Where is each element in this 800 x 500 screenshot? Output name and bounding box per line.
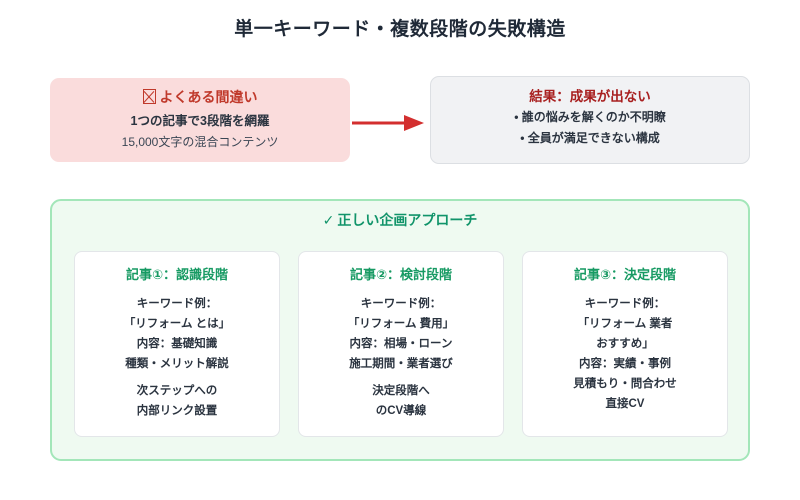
- result-box: 結果：成果が出ない • 誰の悩みを解くのか不明瞭 • 全員が満足できない構成: [430, 76, 750, 164]
- stage-card-line: 内容：基礎知識: [136, 338, 218, 350]
- stage-card-footer-line: 内部リンク設置: [136, 405, 218, 417]
- stage-card[interactable]: 記事②：検討段階 キーワード例： 「リフォーム 費用」 内容：相場・ローン 施工…: [298, 251, 504, 437]
- stage-card-line: おすすめ」: [596, 338, 654, 350]
- result-bullet: • 誰の悩みを解くのか不明瞭: [514, 110, 666, 124]
- stage-card-line: 内容：実績・事例: [579, 358, 671, 370]
- common-mistake-line-2: 15,000文字の混合コンテンツ: [121, 135, 279, 149]
- stage-card-line: 内容：相場・ローン: [349, 338, 453, 350]
- right-arrow-icon: [352, 115, 424, 131]
- stage-card-line: 「リフォーム 費用」: [347, 318, 455, 330]
- flow-arrow: [352, 112, 424, 134]
- missing-glyph-box-icon: [142, 89, 156, 104]
- stage-card-line: 施工期間・業者選び: [349, 358, 453, 370]
- stage-card-line: 種類・メリット解説: [125, 358, 229, 370]
- correct-approach-panel: ✓正しい企画アプローチ 記事①：認識段階 キーワード例： 「リフォーム とは」 …: [50, 199, 750, 461]
- correct-approach-title: ✓正しい企画アプローチ: [52, 210, 748, 230]
- stage-card-heading: 記事②：検討段階: [349, 267, 452, 282]
- common-mistake-box: よくある間違い 1つの記事で3段階を網羅 15,000文字の混合コンテンツ: [50, 78, 350, 162]
- stage-card-footer-line: のCV導線: [375, 405, 427, 417]
- common-mistake-line-1: 1つの記事で3段階を網羅: [130, 114, 270, 128]
- stage-card-footer-line: 次ステップへの: [136, 385, 218, 397]
- stage-card-footer-line: 決定段階へ: [372, 385, 430, 397]
- stage-card-line: キーワード例：: [584, 298, 666, 310]
- stage-card-list: 記事①：認識段階 キーワード例： 「リフォーム とは」 内容：基礎知識 種類・メ…: [74, 251, 728, 437]
- common-mistake-heading: よくある間違い: [50, 87, 350, 107]
- correct-approach-title-label: 正しい企画アプローチ: [337, 212, 478, 228]
- stage-card[interactable]: 記事①：認識段階 キーワード例： 「リフォーム とは」 内容：基礎知識 種類・メ…: [74, 251, 280, 437]
- check-icon: ✓: [322, 212, 335, 228]
- stage-card-line: キーワード例：: [360, 298, 442, 310]
- stage-card-heading: 記事①：認識段階: [125, 267, 228, 282]
- result-heading: 結果：成果が出ない: [529, 89, 651, 104]
- result-bullet: • 全員が満足できない構成: [520, 131, 660, 145]
- stage-card[interactable]: 記事③：決定段階 キーワード例： 「リフォーム 業者 おすすめ」 内容：実績・事…: [522, 251, 728, 437]
- stage-card-line: 見積もり・問合わせ: [573, 378, 677, 390]
- stage-card-line: 「リフォーム とは」: [123, 318, 231, 330]
- page-title: 単一キーワード・複数段階の失敗構造: [234, 19, 566, 40]
- stage-card-line: キーワード例：: [136, 298, 218, 310]
- common-mistake-heading-label: よくある間違い: [159, 89, 258, 105]
- stage-card-heading: 記事③：決定段階: [573, 267, 676, 282]
- stage-card-line: 「リフォーム 業者: [577, 318, 673, 330]
- stage-card-footer-line: 直接CV: [605, 398, 645, 410]
